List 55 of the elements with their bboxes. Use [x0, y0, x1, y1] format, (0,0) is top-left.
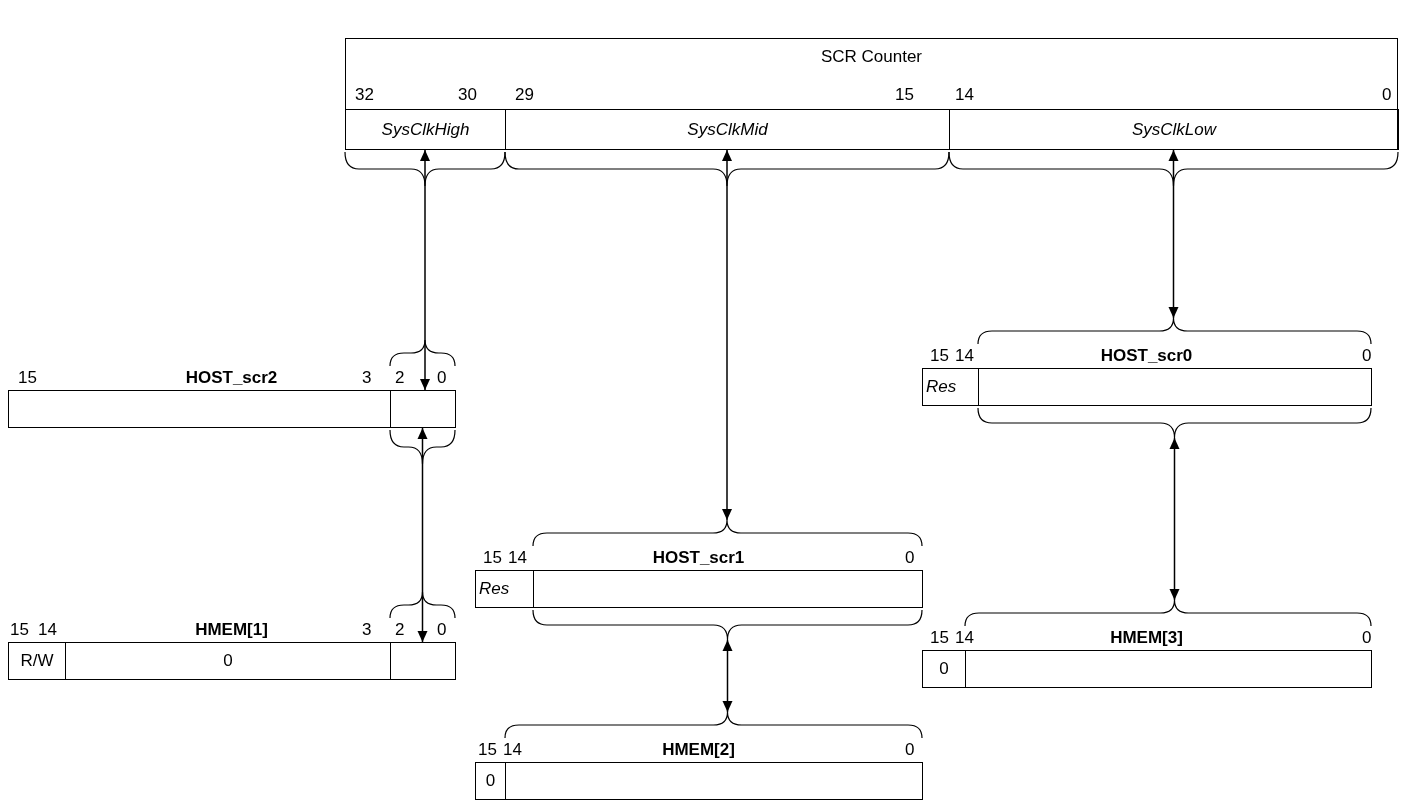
bit-number: 3 — [362, 620, 372, 640]
register-title: HOST_scr2 — [185, 368, 278, 389]
bit-field: Res — [475, 570, 534, 608]
bit-field: SysClkLow — [949, 109, 1399, 150]
bit-field — [390, 642, 456, 680]
bit-field — [505, 762, 923, 800]
bit-number: 15 — [895, 85, 914, 105]
register-title: HOST_scr0 — [1100, 346, 1193, 367]
double-arrow — [722, 149, 732, 521]
bit-number: 2 — [395, 368, 405, 388]
double-arrow — [722, 639, 733, 713]
bit-number: 2 — [395, 620, 405, 640]
bit-number: 32 — [355, 85, 374, 105]
register-title: HMEM[1] — [195, 620, 268, 641]
bit-number: 29 — [515, 85, 534, 105]
bit-field: 0 — [65, 642, 391, 680]
bit-field — [978, 368, 1372, 406]
double-arrow — [420, 149, 430, 391]
counter-title: SCR Counter — [820, 47, 923, 67]
bit-number: 0 — [437, 620, 447, 640]
bit-number: 0 — [1362, 628, 1372, 648]
bit-field: 0 — [922, 650, 966, 688]
bit-number: 15 — [18, 368, 37, 388]
bit-number: 15 — [10, 620, 29, 640]
bit-number: 0 — [1362, 346, 1372, 366]
double-arrow — [417, 427, 428, 643]
double-arrow — [1169, 437, 1180, 601]
double-arrow — [1168, 149, 1179, 319]
bit-number: 15 — [478, 740, 497, 760]
bit-number: 14 — [955, 628, 974, 648]
bit-number: 15 — [483, 548, 502, 568]
bit-number: 30 — [458, 85, 477, 105]
bit-number: 15 — [930, 346, 949, 366]
bit-number: 14 — [508, 548, 527, 568]
bit-number: 0 — [905, 740, 915, 760]
bit-field — [8, 390, 391, 428]
register-title: HMEM[3] — [1110, 628, 1183, 649]
register-title: HMEM[2] — [662, 740, 735, 761]
bit-number: 0 — [1382, 85, 1392, 105]
bit-number: 14 — [38, 620, 57, 640]
bit-field: Res — [922, 368, 979, 406]
bit-number: 3 — [362, 368, 372, 388]
counter-box — [345, 38, 1398, 150]
bit-number: 14 — [955, 346, 974, 366]
bit-field — [965, 650, 1372, 688]
bit-number: 0 — [905, 548, 915, 568]
bit-number: 15 — [930, 628, 949, 648]
bit-field: 0 — [475, 762, 506, 800]
bit-field — [533, 570, 923, 608]
bit-number: 14 — [503, 740, 522, 760]
bit-number: 0 — [437, 368, 447, 388]
register-title: HOST_scr1 — [652, 548, 745, 569]
bit-number: 14 — [955, 85, 974, 105]
bit-field: R/W — [8, 642, 66, 680]
bit-field — [390, 390, 456, 428]
